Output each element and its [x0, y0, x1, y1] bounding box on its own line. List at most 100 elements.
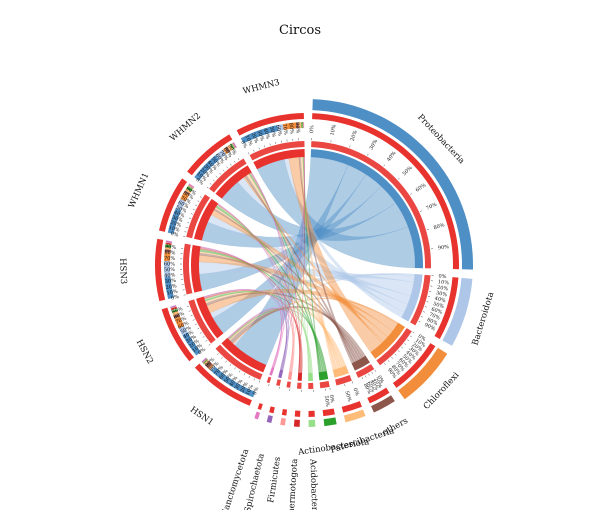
tick-label: 0%: [438, 274, 447, 281]
tick-label: 10%: [414, 338, 427, 349]
inner-ring-Proteobacteria: [310, 149, 423, 269]
bar-ring-Chloroflexi: [398, 347, 448, 400]
tick-mark: [409, 335, 412, 338]
tick-mark: [225, 360, 227, 363]
mid-ring-others: [355, 364, 375, 378]
mid-ring-Acidobacteriota: [308, 382, 314, 389]
tick-label: 90%: [185, 186, 198, 197]
sample-stack-HSN1-Patescibacteria: [203, 359, 210, 366]
outer-ring-others: [367, 387, 390, 404]
sample-stack-WHMN3-Chloroflexi: [282, 122, 297, 130]
tick-label: 10%: [438, 279, 450, 286]
tick-label: 50%: [223, 372, 234, 385]
sample-stack-HSN1-Acidobacteriota: [202, 358, 208, 364]
inner-ring-Firmicutes: [287, 371, 293, 380]
tick-mark: [422, 311, 425, 313]
tick-label: 90%: [226, 143, 237, 156]
bar-ring-Firmicutes: [280, 417, 286, 426]
tick-mark: [397, 177, 400, 180]
tick-label: 50%: [164, 267, 176, 273]
tick-label: 0%: [239, 140, 248, 150]
tick-label: 40%: [386, 150, 398, 163]
chord-Actinobacteriota-WHMN2: [248, 173, 322, 373]
sample-stack-WHMN3-others: [296, 122, 299, 129]
outer-ring-Chloroflexi: [392, 343, 436, 388]
tick-label: 80%: [182, 190, 195, 201]
tick-label: 40%: [173, 210, 186, 220]
sample-stack-HSN3-Acidobacteriota: [165, 244, 172, 246]
sample-stack-WHMN2-Thermotogota: [231, 143, 236, 149]
bar-ring-Patescibacteria: [343, 409, 366, 423]
bar-ring-Bacteroidota: [442, 277, 473, 346]
segment-label-WHMN3: WHMN3: [242, 78, 281, 97]
tick-label: 10%: [243, 134, 253, 147]
tick-label: 80%: [287, 123, 294, 135]
tick-mark: [186, 305, 190, 307]
tick-mark: [351, 381, 354, 384]
tick-label: 0%: [194, 177, 204, 187]
inner-ring-Spirochaetota: [278, 369, 284, 379]
tick-label: 30%: [435, 290, 447, 298]
tick-label: 50%: [175, 205, 188, 215]
tick-mark: [205, 340, 208, 342]
outer-ring-Patescibacteria: [341, 401, 362, 413]
segment-label-HSN3: HSN3: [117, 258, 128, 284]
tick-label: 20%: [350, 129, 360, 142]
chord-Planctomycetota-HSN1: [227, 307, 284, 369]
chord-Chloroflexi-WHMN3: [288, 157, 383, 353]
tick-mark: [419, 210, 422, 212]
tick-label: 90%: [438, 244, 450, 251]
tick-mark: [217, 353, 219, 355]
tick-mark: [344, 384, 346, 387]
tick-label: 90%: [165, 244, 177, 251]
tick-label: 60%: [430, 306, 443, 315]
tick-label: 50%: [401, 165, 413, 177]
sample-stack-WHMN1-Planctomycetota: [189, 183, 195, 188]
sample-stack-WHMN2-Firmicutes: [232, 142, 237, 149]
chord-Proteobacteria-WHMN3: [256, 159, 416, 269]
tick-mark: [412, 331, 415, 334]
tick-label: 50%: [432, 301, 445, 310]
tick-mark: [199, 196, 202, 198]
tick-label: 30%: [408, 346, 421, 358]
tick-label: 60%: [415, 182, 428, 193]
tick-label: 80%: [164, 250, 176, 257]
tick-mark: [212, 179, 215, 182]
tick-label: 80%: [173, 311, 186, 321]
tick-label: 10%: [245, 384, 255, 397]
segment-label-HSN2: HSN2: [134, 338, 155, 366]
tick-label: 70%: [425, 201, 438, 211]
tick-mark: [194, 323, 197, 326]
sample-stack-HSN3-Bacteroidota: [164, 260, 171, 278]
sample-stack-HSN1-Firmicutes: [202, 358, 208, 363]
sample-stack-HSN2-Proteobacteria: [182, 332, 201, 356]
mid-ring-Chloroflexi: [376, 328, 412, 366]
tick-label: 80%: [390, 364, 402, 377]
chord-layer: [198, 156, 416, 374]
sample-stack-WHMN2-Patescibacteria: [227, 144, 234, 152]
sample-stack-WHMN1-Proteobacteria: [167, 208, 182, 234]
tick-label: 60%: [365, 381, 376, 394]
sample-stack-WHMN2-others: [224, 146, 231, 153]
sample-stack-WHMN2-Planctomycetota: [233, 142, 237, 148]
tick-label: 50%: [180, 325, 193, 336]
track-layer: [154, 99, 473, 427]
tick-label: 20%: [411, 342, 424, 354]
sample-stack-HSN2-Bacteroidota: [178, 325, 188, 336]
tick-label: 10%: [168, 225, 181, 234]
tick-label: 20%: [188, 338, 201, 349]
tick-label: 60%: [164, 261, 175, 267]
outer-ring-Thermotogota: [294, 410, 301, 417]
mid-ring-Planctomycetota: [266, 376, 272, 384]
mid-ring-HSN2: [188, 299, 216, 344]
tick-label: 20%: [249, 132, 259, 145]
tick-label: 80%: [362, 382, 372, 395]
tick-label: 60%: [177, 320, 190, 330]
tick-mark: [258, 380, 261, 383]
tick-label: 40%: [262, 127, 271, 140]
sample-stack-HSN1-Actinobacteriota: [203, 359, 209, 364]
outer-ring-HSN3: [154, 238, 166, 302]
tick-mark: [383, 164, 386, 167]
sample-stack-WHMN1-Acidobacteriota: [187, 185, 194, 190]
sample-stack-HSN2-Spirochaetota: [170, 305, 177, 308]
